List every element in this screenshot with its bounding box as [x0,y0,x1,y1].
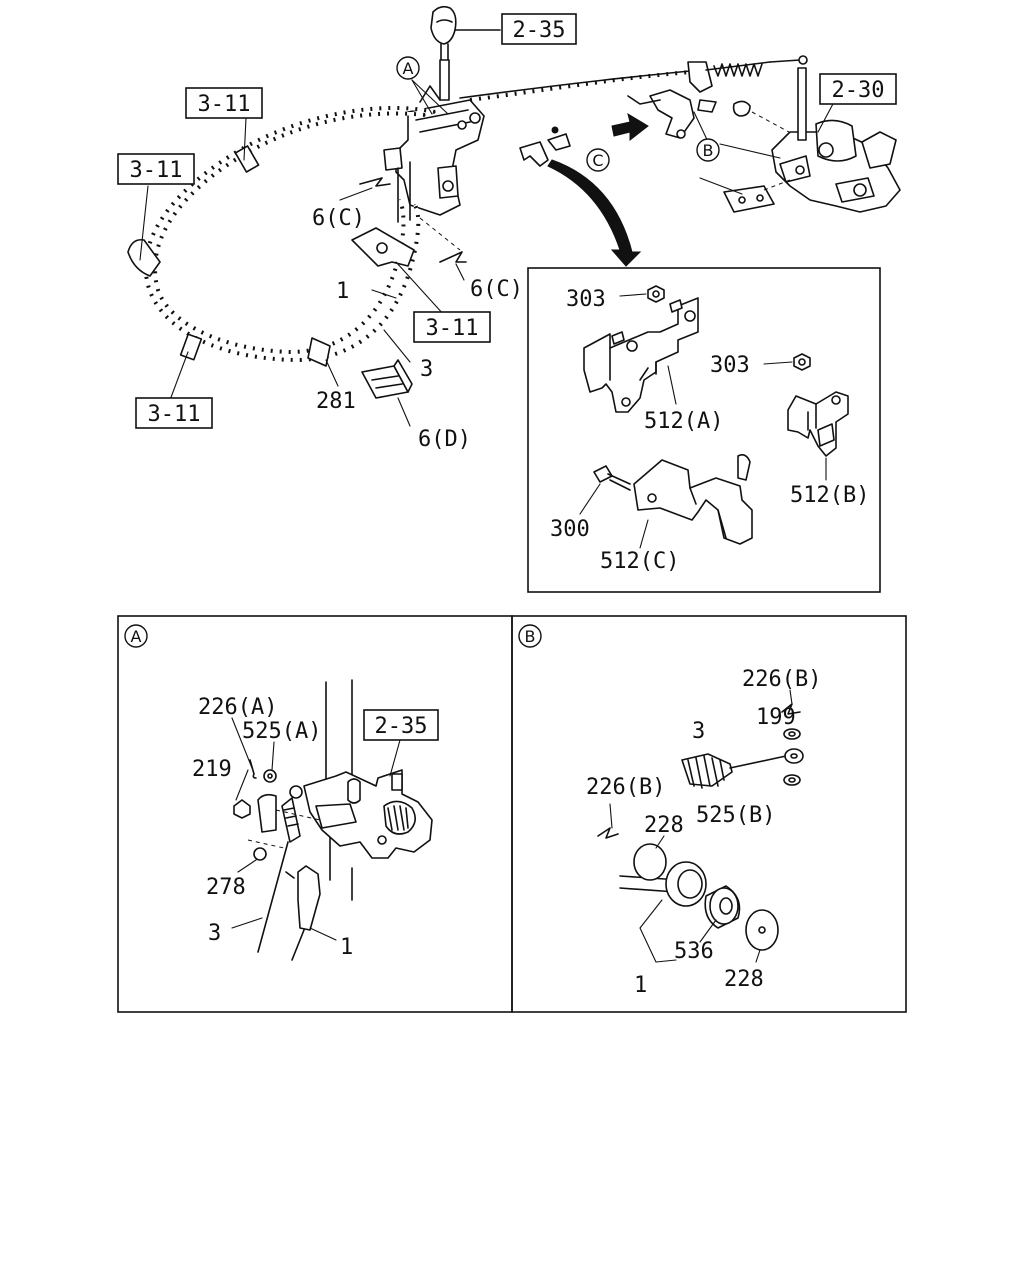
ref-box-3-11-c: 3-11 [413,311,491,343]
bolt-300 [593,465,631,491]
svg-text:3-11: 3-11 [148,402,201,427]
ref-box-3-11-b: 3-11 [117,153,195,185]
svg-text:A: A [403,59,414,78]
label-278: 278 [206,875,246,900]
detail-c-box: 303 303 512(A) 512(B) 300 512(C) [527,267,881,593]
nut-303-b [763,353,811,371]
bracket-c-location [519,126,571,167]
label-228-a: 228 [644,813,684,838]
label-6c-lower: 6(C) [470,277,523,302]
direction-arrow [611,112,649,142]
callout-c: C [586,148,610,172]
transmission-cable-end [627,55,808,139]
nut-219 [233,799,251,819]
label-1-a: 1 [340,935,353,960]
callout-a: A [396,56,420,80]
grommet-6d [361,359,413,399]
label-219: 219 [192,757,232,782]
label-199: 199 [756,705,796,730]
ref-box-3-11-d: 3-11 [135,397,213,429]
svg-text:B: B [525,627,536,646]
main-leader-lines [139,79,835,427]
label-303-a: 303 [566,287,606,312]
label-512c: 512(C) [600,549,679,574]
label-226b-top: 226(B) [742,667,821,692]
ref-box-3-11-a: 3-11 [185,87,263,119]
label-536: 536 [674,939,714,964]
cable-3-sheath [153,69,701,355]
svg-text:3-11: 3-11 [198,92,251,117]
svg-text:2-35: 2-35 [513,18,566,43]
label-525b: 525(B) [696,803,775,828]
svg-text:2-35: 2-35 [375,714,428,739]
label-303-b: 303 [710,353,750,378]
label-6c-upper: 6(C) [312,206,365,231]
svg-text:A: A [131,627,142,646]
leader-300 [579,483,601,515]
washer-278 [253,847,267,861]
svg-text:2-30: 2-30 [832,78,885,103]
shift-lever [430,5,501,101]
label-512a: 512(A) [644,409,723,434]
bracket-512b [787,391,849,457]
label-226a: 226(A) [198,695,277,720]
cable-clamps [127,145,331,367]
svg-text:C: C [592,151,603,170]
label-525a: 525(A) [242,719,321,744]
leader-512c [639,519,649,549]
main-assembly: 2-35 3-11 3-11 3-11 3-11 2-30 A B [117,5,901,452]
callout-b: B [696,138,720,162]
label-228-b: 228 [724,967,764,992]
bracket-512a [583,297,699,413]
detail-b-box: B 226(B) [511,615,907,1013]
label-1: 1 [336,279,349,304]
svg-text:3-11: 3-11 [130,158,183,183]
nut-303-a [619,285,665,303]
label-281: 281 [316,389,356,414]
label-300: 300 [550,517,590,542]
label-3: 3 [420,357,433,382]
ref-box-2-35-top: 2-35 [501,13,577,45]
bracket-512c [633,454,753,545]
label-1-b: 1 [634,973,647,998]
lever-housing [383,85,485,216]
label-3-b: 3 [692,719,705,744]
leader-512a [667,365,677,405]
label-512b: 512(B) [790,483,869,508]
detail-a-box: A 2-35 [117,615,513,1013]
label-6d: 6(D) [418,427,471,452]
detail-c-pointer [547,159,642,267]
label-226b-left: 226(B) [586,775,665,800]
transmission-assembly [699,67,901,213]
svg-text:3-11: 3-11 [426,316,479,341]
cable-bracket [351,161,415,267]
ref-box-2-30: 2-30 [819,73,897,105]
clips-6c [359,177,467,263]
label-3-a: 3 [208,921,221,946]
svg-text:B: B [703,141,714,160]
